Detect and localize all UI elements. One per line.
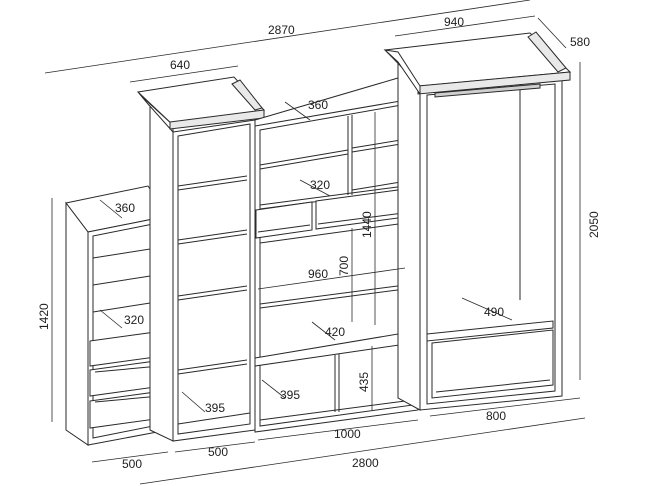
dimension-labels: 2870 940 580 640 360 360 320 1440 700 96… — [37, 15, 601, 471]
tv-niche-shelf — [259, 287, 414, 309]
wardrobe-cornice-side — [383, 49, 421, 96]
dim-line-wardrobe-top — [394, 15, 536, 37]
label-435: 435 — [357, 372, 371, 392]
label-500-tall: 500 — [208, 445, 228, 459]
tv-niche-shelf — [259, 283, 414, 305]
label-tv-inner: 320 — [310, 178, 330, 192]
tall-case-cornice-ridge — [231, 79, 263, 111]
dim-line-total-bottom — [139, 417, 586, 485]
label-total-bottom: 2800 — [352, 456, 379, 470]
tv-base-bottom — [259, 399, 414, 421]
label-1000: 1000 — [334, 427, 361, 441]
label-left-depth: 360 — [115, 201, 135, 215]
tall-case-shelf — [177, 359, 248, 371]
label-960: 960 — [308, 267, 328, 281]
wardrobe-hanging-rod — [434, 83, 541, 98]
dim-line-800 — [429, 397, 581, 417]
dim-line-tv-depth — [284, 101, 311, 121]
drawer-edge — [317, 211, 412, 225]
label-wardrobe-top: 940 — [444, 15, 464, 29]
wardrobe-drawer — [431, 329, 554, 399]
dim-line-1000 — [257, 419, 419, 441]
dim-line-tv-inner — [299, 179, 331, 197]
label-total-top: 2870 — [268, 23, 295, 37]
dim-line-tall-top — [129, 65, 239, 83]
drawer-edge — [94, 395, 161, 403]
wardrobe-cornice-ridge — [527, 31, 567, 73]
label-800: 800 — [486, 409, 506, 423]
tall-case-shelf — [177, 179, 248, 191]
label-320-left: 320 — [124, 313, 144, 327]
dim-line-320-left — [99, 309, 123, 329]
dim-line-395-tall — [181, 391, 206, 413]
left-case — [65, 185, 169, 446]
label-tall-top: 640 — [170, 58, 190, 72]
tv-unit — [254, 77, 421, 433]
dim-line-500-left — [91, 451, 169, 463]
wardrobe-side — [397, 50, 421, 411]
drawer-edge — [257, 224, 311, 233]
dim-line-490 — [461, 297, 513, 321]
tall-case-shelf — [177, 175, 248, 187]
left-case-side — [65, 201, 89, 446]
dim-line-500-tall — [174, 441, 256, 453]
label-420: 420 — [325, 325, 345, 339]
label-1420: 1420 — [37, 303, 51, 330]
label-395-tall: 395 — [205, 401, 225, 415]
tv-unit-drawer — [255, 201, 313, 239]
label-wardrobe-depth: 580 — [570, 35, 590, 49]
label-395-tv: 395 — [280, 388, 300, 402]
wardrobe — [383, 31, 572, 411]
tv-unit-shelf — [259, 153, 349, 170]
tall-case-shelf — [177, 289, 248, 301]
tall-case-inner — [177, 123, 251, 435]
label-500-left: 500 — [122, 457, 142, 471]
drawer-edge — [94, 365, 161, 373]
dim-line-total-top — [44, 0, 531, 74]
tall-case-shelf — [177, 363, 248, 375]
wardrobe-shelf — [426, 320, 554, 342]
label-2050: 2050 — [587, 211, 601, 238]
dim-line-left-depth — [99, 199, 123, 219]
tall-case-front — [172, 119, 256, 442]
dim-line-420 — [311, 321, 336, 341]
tall-case-bottom — [177, 412, 251, 425]
dim-line-wardrobe-depth — [537, 17, 567, 49]
label-700: 700 — [337, 256, 351, 276]
label-tv-depth: 360 — [308, 98, 328, 112]
tv-niche-top — [259, 221, 414, 244]
tall-case-shelf — [177, 285, 248, 297]
label-490: 490 — [484, 305, 504, 319]
tall-case — [136, 76, 265, 442]
label-1440: 1440 — [360, 211, 374, 238]
dim-line-960 — [257, 267, 406, 290]
tv-unit-shelf — [259, 184, 414, 206]
tall-case-shelf — [177, 229, 248, 241]
dim-line-395-tv — [261, 379, 286, 399]
tall-case-side — [149, 102, 174, 442]
drawer-edge — [435, 379, 551, 393]
dimension-lines — [44, 0, 586, 485]
tv-unit-shelf — [259, 149, 349, 166]
tall-case-shelf — [177, 233, 248, 245]
